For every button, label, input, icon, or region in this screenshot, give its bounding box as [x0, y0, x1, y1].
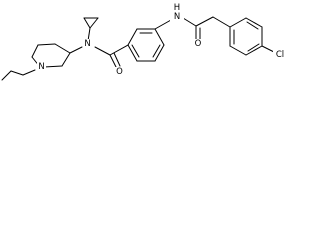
bond-benz1-inner-2	[152, 44, 161, 58]
bond-propyl-3	[22, 69, 36, 76]
bond-carbonyl-o-1	[109, 54, 118, 70]
atom-cl: Cl	[276, 50, 284, 60]
bond-benz1-6	[127, 44, 138, 62]
bond-benz2-2	[229, 45, 247, 56]
bond-carbonyl-benzene	[109, 44, 129, 56]
bond-propyl-2	[10, 70, 24, 76]
bond-benz1-4	[154, 44, 165, 62]
bond-benz2-6	[229, 17, 247, 28]
bond-benz1-inner-3	[131, 44, 140, 58]
bond-pip-c1-c2	[31, 44, 39, 58]
bond-pip-c5-n	[43, 65, 63, 68]
bond-benzene-nh	[154, 19, 172, 30]
atom-h-nh: H	[174, 3, 180, 13]
bond-cyclopropyl-a	[83, 17, 91, 29]
atom-o-amide: O	[116, 67, 123, 77]
atom-labels: N N O H N O Cl	[37, 3, 287, 77]
bond-pip-amide-n	[69, 46, 83, 54]
bond-benz2-inner-2	[247, 43, 260, 52]
bond-acetyl-ch2	[195, 16, 214, 27]
atom-n-amide: N	[84, 39, 90, 49]
bond-benz2-5	[245, 17, 263, 28]
bond-benz1-1	[127, 28, 138, 46]
molecule-structure-diagram: N N O H N O Cl	[1, 3, 287, 81]
atom-n-nh: N	[174, 12, 180, 22]
bond-amide-n-cyclopropyl	[87, 27, 91, 42]
bond-pip-c3-c4	[54, 43, 71, 54]
bond-amide-n-carbonyl	[94, 46, 111, 56]
atom-n-piperidine: N	[38, 62, 44, 72]
bond-propyl-1	[1, 70, 12, 81]
bond-pip-c4-c5	[61, 52, 71, 67]
bond-pip-c2-c3	[37, 43, 56, 46]
bond-nh-acetyl	[182, 17, 197, 27]
atom-o-acetyl: O	[195, 39, 202, 49]
bond-benz2-inner-3	[246, 21, 259, 30]
bonds	[1, 16, 277, 81]
bond-benz2-3	[245, 45, 263, 56]
bond-carbonyl-o-2	[113, 52, 121, 67]
bond-ch2-phenyl	[212, 16, 231, 28]
bond-cyclopropyl-b	[89, 17, 99, 29]
bond-benz1-3	[154, 28, 165, 46]
